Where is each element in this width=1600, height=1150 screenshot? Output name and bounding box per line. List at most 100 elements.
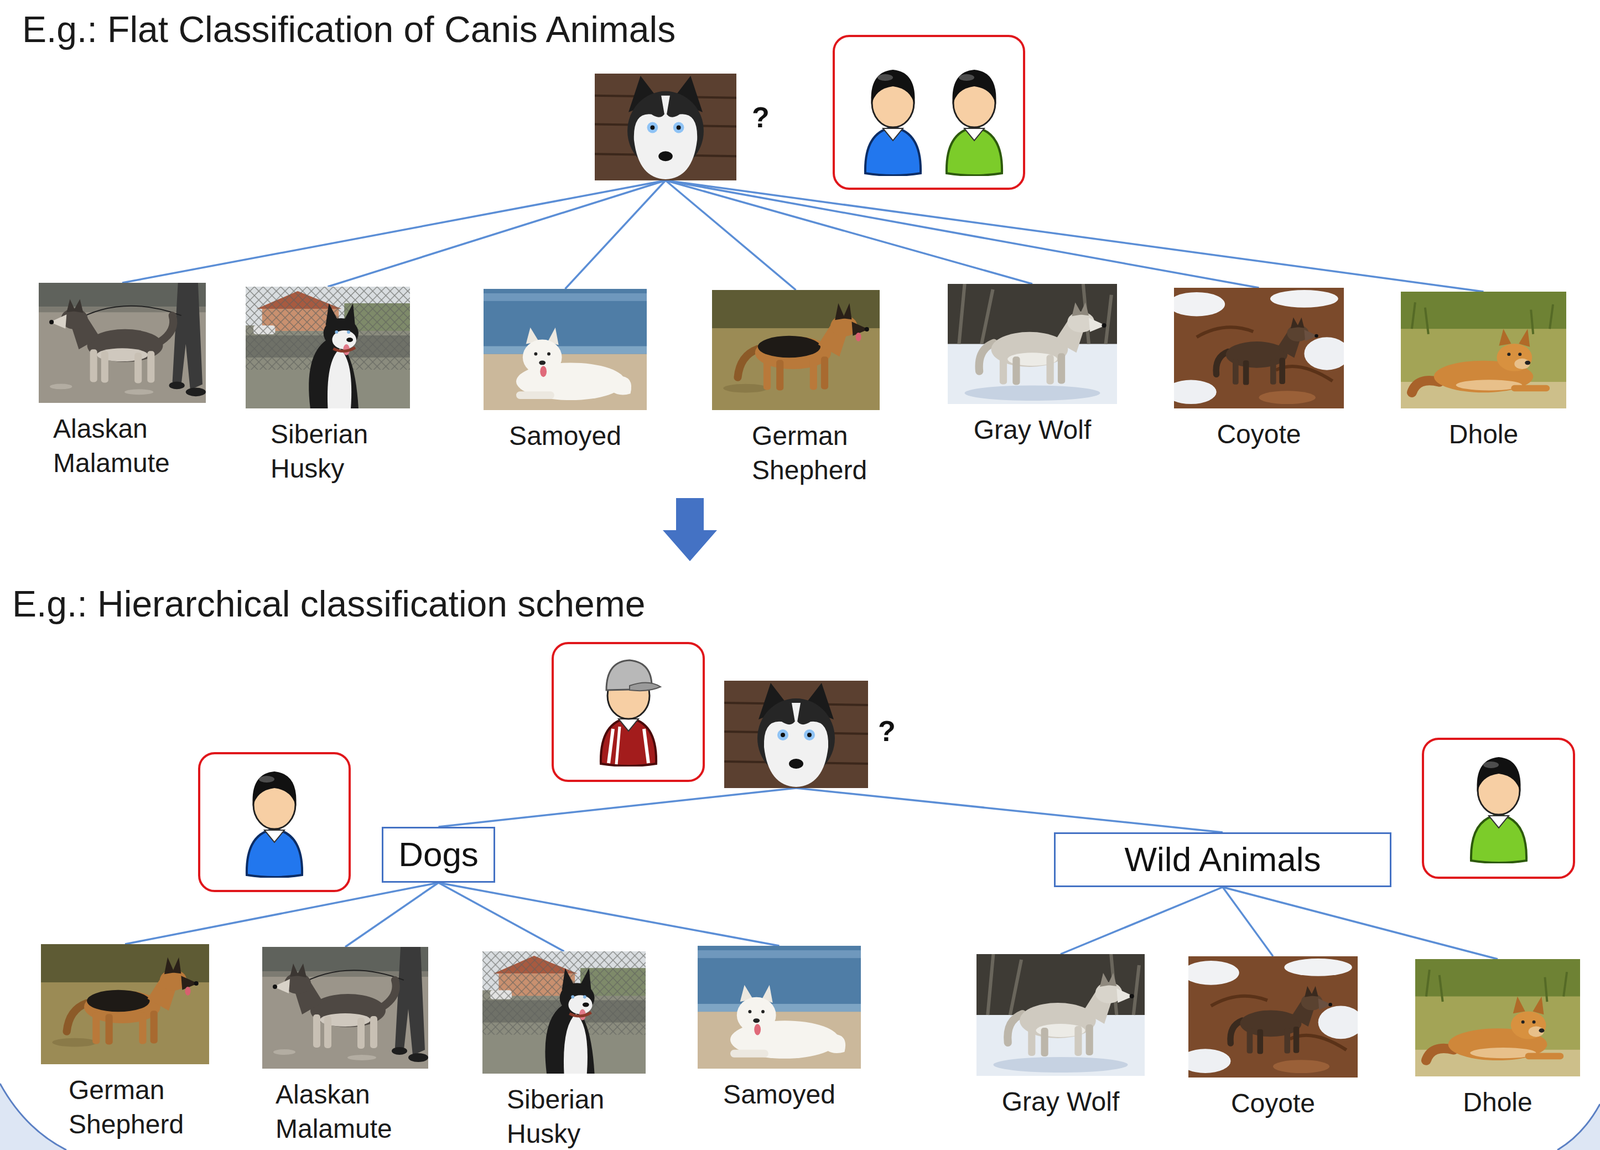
photo-illustration (1415, 958, 1581, 1077)
animal-photo: Siberian Husky (245, 286, 410, 409)
connector-line (665, 180, 1484, 292)
user-icon (865, 69, 921, 176)
user-box (552, 642, 704, 781)
photo-illustration (1400, 291, 1567, 409)
animal-photo: Gray Wolf (947, 283, 1118, 404)
photo-illustration (38, 282, 206, 403)
user-box (199, 752, 350, 891)
user-box (1422, 738, 1574, 878)
corner-curve (0, 1083, 67, 1150)
photo-illustration (947, 283, 1118, 404)
photo-illustration (483, 288, 647, 410)
photo-illustration (38, 282, 206, 403)
animal-photo: Alaskan Malamute (262, 946, 429, 1069)
photo-illustration (1173, 287, 1344, 409)
photo-illustration (594, 73, 737, 181)
animal-caption: German Shepherd (68, 1072, 214, 1142)
photo-illustration (697, 945, 861, 1069)
connector-line (345, 882, 439, 947)
animal-photo: German Shepherd (40, 943, 210, 1064)
corner-curve (1557, 1103, 1600, 1150)
animal-photo: Alaskan Malamute (38, 282, 206, 403)
connector-line (665, 180, 1260, 288)
query-photo: ? (724, 680, 869, 788)
animal-photo: Siberian Husky (482, 951, 646, 1074)
connector-line (328, 180, 667, 287)
user-icon (1471, 756, 1527, 863)
animal-photo: Samoyed (483, 288, 647, 410)
connector-line (122, 180, 666, 283)
animal-caption: Alaskan Malamute (53, 411, 199, 481)
user-icon (246, 771, 303, 877)
connector-line (438, 882, 780, 946)
photo-illustration (1400, 291, 1567, 409)
down-arrow (662, 497, 718, 561)
animal-caption: Samoyed (723, 1077, 836, 1112)
animal-caption: Alaskan Malamute (275, 1077, 421, 1147)
animal-photo: Coyote (1173, 287, 1344, 409)
heading: E.g.: Flat Classification of Canis Anima… (22, 7, 676, 52)
animal-caption: Siberian Husky (506, 1082, 652, 1150)
photo-illustration (1188, 956, 1358, 1078)
photo-illustration (712, 289, 880, 410)
photo-illustration (482, 951, 646, 1074)
photo-illustration (245, 286, 410, 409)
connector-line (1222, 886, 1498, 959)
query-photo: ? (594, 73, 737, 181)
animal-photo: Dhole (1415, 958, 1581, 1077)
animal-caption: Dhole (1448, 417, 1519, 452)
animal-photo: Gray Wolf (976, 953, 1145, 1076)
photo-illustration (1188, 956, 1358, 1078)
connector-line (438, 787, 797, 827)
animal-caption: Coyote (1230, 1086, 1316, 1121)
photo-illustration (976, 953, 1145, 1076)
animal-photo: German Shepherd (712, 289, 880, 410)
connector-line (1060, 886, 1223, 954)
animal-photo: Samoyed (697, 945, 861, 1069)
photo-illustration (947, 283, 1118, 404)
photo-illustration (976, 953, 1145, 1076)
photo-illustration (482, 951, 646, 1074)
photo-illustration (712, 289, 880, 410)
animal-caption: Samoyed (508, 418, 622, 454)
heading: E.g.: Hierarchical classification scheme (12, 582, 646, 626)
user-icon (946, 69, 1002, 176)
photo-illustration (40, 943, 210, 1064)
photo-illustration (245, 286, 410, 409)
animal-caption: Siberian Husky (270, 417, 416, 487)
connector-line (1222, 886, 1274, 957)
user-icon (600, 660, 661, 766)
connector-line (125, 882, 439, 944)
photo-illustration (262, 946, 429, 1069)
corner-ground (0, 1083, 67, 1150)
animal-photo: Coyote (1188, 956, 1358, 1078)
photo-illustration (483, 288, 647, 410)
photo-illustration (724, 680, 869, 788)
animal-caption: Dhole (1462, 1084, 1532, 1120)
connector-line (665, 180, 797, 290)
photo-illustration (1415, 958, 1581, 1077)
photo-illustration (40, 943, 210, 1064)
category-label: Wild Animals (1124, 838, 1322, 880)
animal-caption: German Shepherd (751, 418, 897, 488)
category-label: Dogs (398, 833, 479, 875)
category-box: Wild Animals (1053, 832, 1392, 887)
question-mark: ? (878, 713, 896, 748)
photo-illustration (594, 73, 737, 181)
connector-line (438, 882, 565, 952)
connector-line (796, 787, 1223, 833)
animal-caption: Gray Wolf (1001, 1084, 1120, 1119)
photo-illustration (1173, 287, 1344, 409)
user-box (833, 35, 1025, 189)
animal-photo: Dhole (1400, 291, 1567, 409)
connector-line (565, 180, 667, 289)
animal-caption: Coyote (1216, 417, 1301, 452)
animal-caption: Gray Wolf (973, 412, 1092, 448)
photo-illustration (697, 945, 861, 1069)
photo-illustration (724, 680, 869, 788)
connector-line (665, 180, 1033, 284)
photo-illustration (262, 946, 429, 1069)
question-mark: ? (751, 100, 770, 135)
